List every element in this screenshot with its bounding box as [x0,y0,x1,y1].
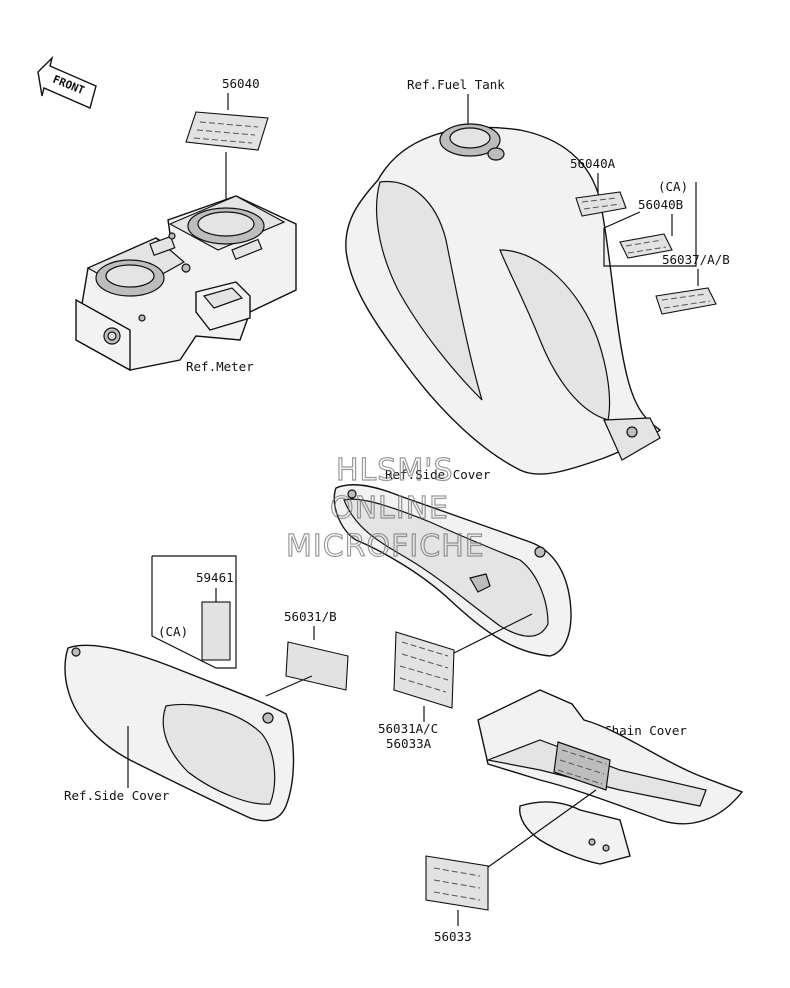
part-number-59461[interactable]: 59461 [196,570,234,585]
meter-assembly[interactable] [75,195,297,372]
watermark-line-2: ONLINE [330,491,449,526]
decal-59461[interactable] [201,601,231,661]
ref-side-cover-right-label[interactable]: Ref.Side Cover [385,467,491,482]
decal-56033[interactable] [425,855,489,911]
part-number-56040a[interactable]: 56040A [570,156,616,171]
fuel-tank[interactable] [345,123,662,475]
ca-label-left: (CA) [158,624,188,639]
decal-56037[interactable] [655,287,717,315]
part-number-56033[interactable]: 56033 [434,929,472,944]
side-cover-left[interactable] [64,644,295,822]
part-number-56033a[interactable]: 56033A [386,736,432,751]
watermark: HLSM'S ONLINE MICROFICHE [285,452,485,564]
part-number-56037[interactable]: 56037/A/B [662,252,730,267]
ca-bracket-59461 [151,555,237,669]
decal-56040[interactable] [185,111,269,151]
part-number-56040[interactable]: 56040 [222,76,260,91]
decal-56040b[interactable] [619,233,673,259]
ca-label-top: (CA) [658,179,688,194]
side-cover-right[interactable] [333,484,572,657]
front-arrow-icon: FRONT [37,55,97,109]
chain-cover[interactable] [477,689,744,865]
ref-fuel-tank-label[interactable]: Ref.Fuel Tank [407,77,505,92]
part-number-56031b[interactable]: 56031/B [284,609,337,624]
ref-side-cover-left-label[interactable]: Ref.Side Cover [64,788,170,803]
decal-56031b[interactable] [285,641,349,691]
part-number-56031ac[interactable]: 56031A/C [378,721,438,736]
watermark-line-3: MICROFICHE [286,529,485,564]
watermark-line-1: HLSM'S [336,453,454,488]
decal-56031ac[interactable] [393,631,455,709]
ref-meter-label[interactable]: Ref.Meter [186,359,254,374]
decal-56040a[interactable] [575,191,627,217]
part-number-56040b[interactable]: 56040B [638,197,683,212]
